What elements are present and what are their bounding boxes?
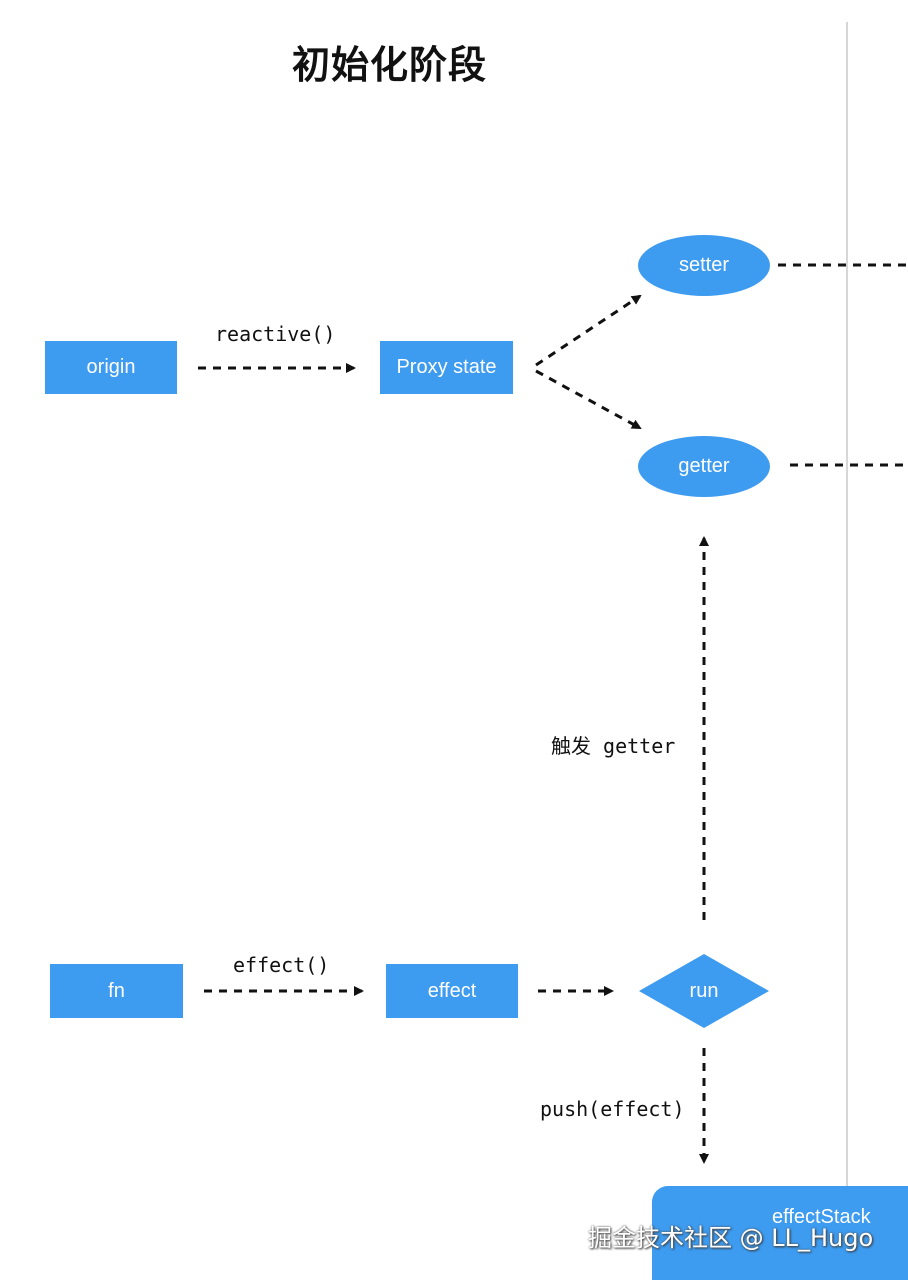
arrow-proxy-to-getter: [535, 369, 642, 430]
effect-call-edge-label: effect(): [233, 953, 330, 977]
effect-node: effect: [386, 964, 518, 1018]
arrow-proxy-to-setter: [535, 294, 642, 367]
reactive-edge-label: reactive(): [215, 322, 336, 346]
proxy-state-node: Proxy state: [380, 341, 513, 394]
push-effect-edge-label: push(effect): [540, 1097, 685, 1121]
trigger-getter-edge-label: 触发 getter: [551, 734, 676, 758]
origin-node: origin: [45, 341, 177, 394]
getter-node: getter: [638, 436, 770, 497]
run-node-label: run: [689, 979, 719, 1002]
section-divider: [846, 22, 848, 1280]
setter-node: setter: [638, 235, 770, 296]
effect-stack-label: effectStack: [772, 1206, 871, 1228]
fn-node: fn: [50, 964, 183, 1018]
effect-stack-node: [652, 1186, 908, 1280]
run-diamond: [639, 954, 769, 1028]
watermark: 掘金技术社区 @ LL_Hugo: [588, 1224, 874, 1252]
diagram-title: 初始化阶段: [292, 43, 488, 87]
